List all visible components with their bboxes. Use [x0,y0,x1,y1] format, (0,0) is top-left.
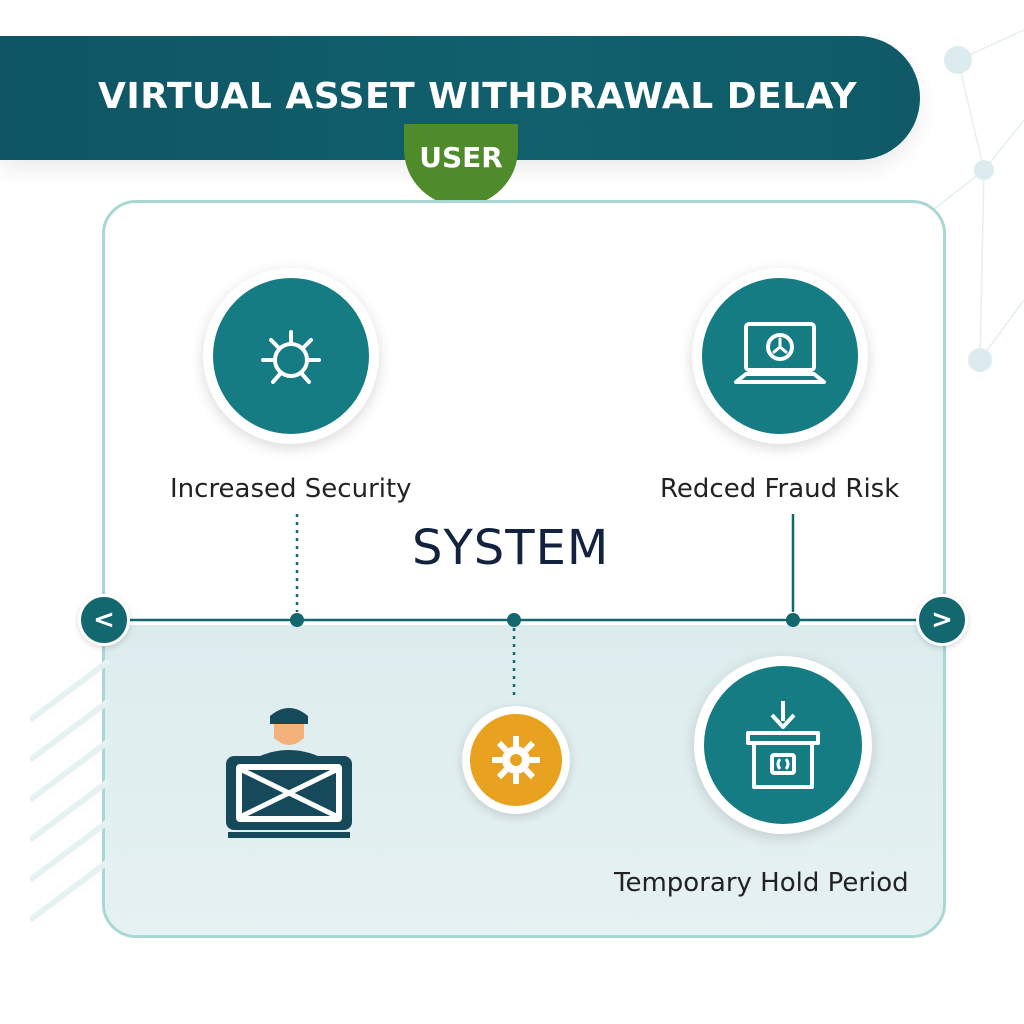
node-temporary-hold-period [694,656,872,834]
page-title: VIRTUAL ASSET WITHDRAWAL DELAY [98,75,858,117]
timeline-dot-security [290,613,304,627]
system-label: SYSTEM [412,520,610,576]
download-box-icon [746,701,820,789]
label-temporary-hold-period: Temporary Hold Period [614,868,909,898]
laptop-clock-icon [734,322,826,384]
hatch-decoration [30,660,110,923]
bug-icon [261,330,321,384]
node-increased-security [203,268,379,444]
user-envelope-icon [226,708,352,838]
label-increased-security: Increased Security [170,474,412,504]
node-process [462,706,570,814]
prev-button[interactable]: < [78,594,130,646]
user-badge: USER [404,124,518,206]
timeline-dot-system [507,613,521,627]
next-button[interactable]: > [916,594,968,646]
gear-icon [492,736,540,784]
timeline-dot-fraud [786,613,800,627]
node-reduced-fraud-risk [692,268,868,444]
label-reduced-fraud-risk: Redced Fraud Risk [660,474,900,504]
